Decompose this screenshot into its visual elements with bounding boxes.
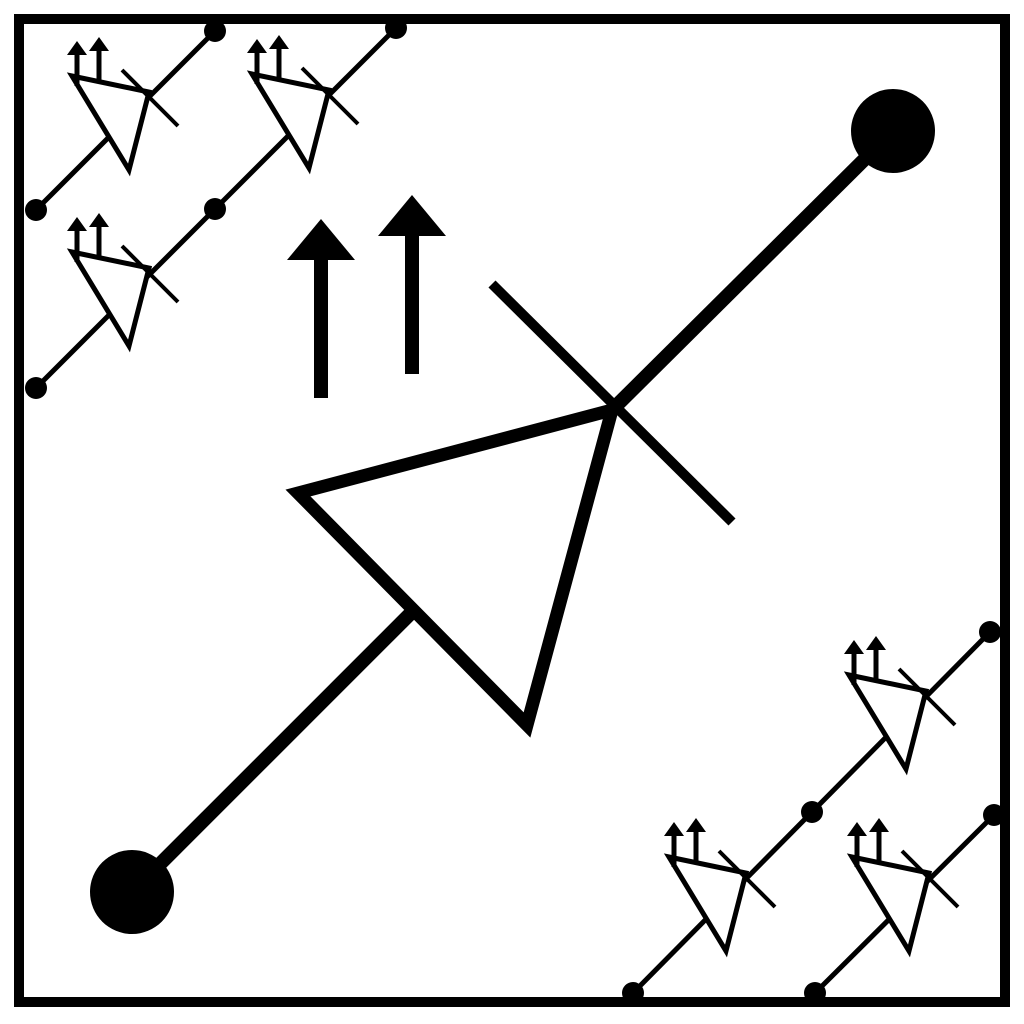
mini-photodiode-br-1 [844, 636, 955, 769]
main-light-arrow-right [378, 195, 446, 374]
top-left-wire-row-2 [25, 17, 407, 399]
mini-photodiode-br-2 [664, 818, 775, 951]
mini-photodiode-tl-3 [67, 213, 178, 346]
mini-photodiode-tl-2 [247, 35, 358, 168]
mini-photodiode-br-3 [847, 818, 958, 951]
main-cathode-bar [488, 280, 736, 526]
main-cathode-terminal [851, 89, 935, 173]
frame-border [14, 14, 1010, 1007]
bottom-right-photodiode-array [622, 621, 1005, 1004]
mini-photodiode-tl-1 [67, 37, 178, 170]
main-photodiode-symbol [90, 89, 935, 934]
main-light-arrow-left [287, 219, 355, 398]
main-anode-terminal [90, 850, 174, 934]
main-diode-triangle [285, 400, 622, 738]
bottom-right-wire-row-1 [622, 621, 1001, 1004]
main-cathode-wire [611, 126, 898, 411]
main-anode-wire [127, 609, 415, 897]
top-left-photodiode-array [25, 17, 407, 399]
